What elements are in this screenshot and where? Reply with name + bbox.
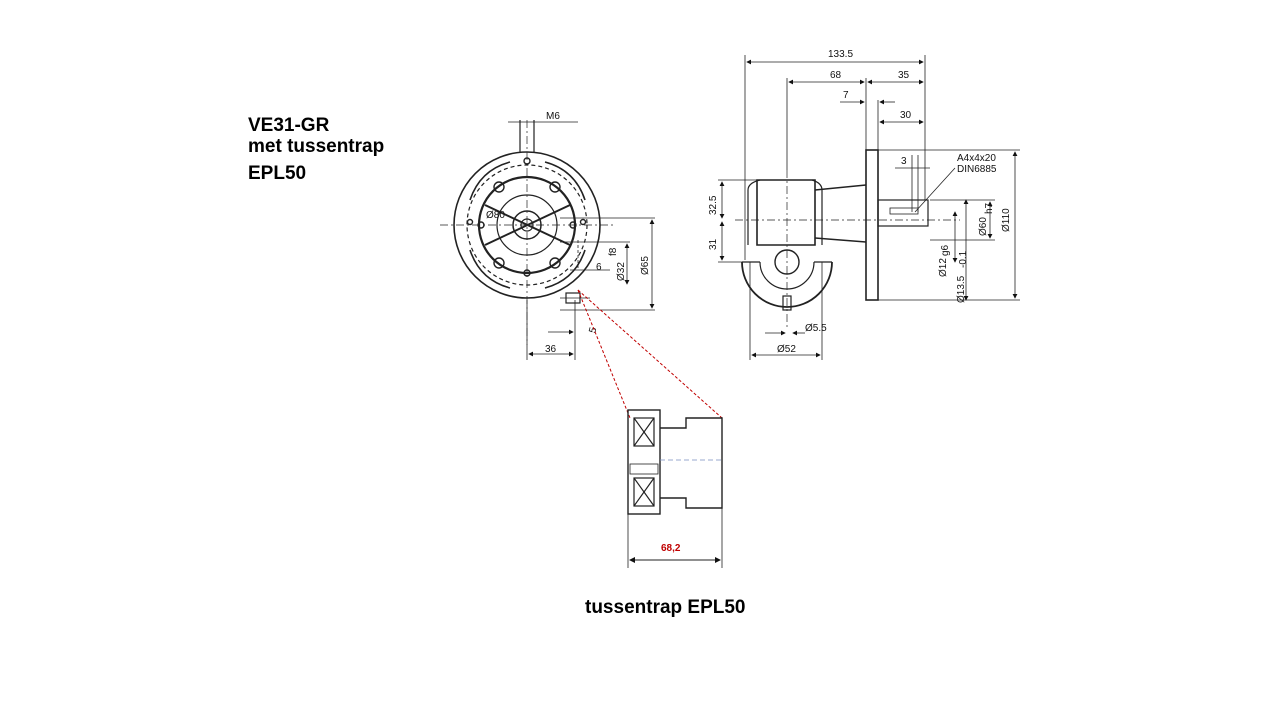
dim-tolerance: -0.1	[958, 250, 969, 268]
dim-30: 30	[900, 110, 912, 121]
detail-leader-lines	[577, 289, 723, 419]
detail-bearing-block	[627, 409, 661, 515]
dim-d65: Ø65	[640, 256, 651, 275]
dim-h7: h7	[984, 202, 995, 214]
title-model: VE31-GR	[248, 115, 330, 136]
title-part: EPL50	[248, 163, 307, 184]
front-view	[440, 120, 655, 360]
dim-d12: Ø12	[938, 258, 949, 277]
dim-6: 6	[596, 262, 602, 273]
side-lower-body	[741, 261, 833, 308]
dim-35: 35	[898, 70, 910, 81]
title-subtitle: met tussentrap	[248, 136, 385, 157]
dim-d52: Ø52	[777, 344, 796, 355]
detail-caption: tussentrap EPL50	[585, 597, 746, 618]
dim-7: 7	[843, 90, 849, 101]
dim-d60: Ø60	[978, 217, 989, 236]
dim-d32: Ø32	[616, 262, 627, 281]
dim-d5-5: Ø5.5	[805, 323, 827, 334]
side-view-labels: 133.5 68 35 7 30 3 A4x4x20 DIN6885 32.5 …	[708, 49, 1012, 355]
dim-36: 36	[545, 344, 557, 355]
dim-5: 5	[587, 326, 599, 335]
detail-dim-68-2: 68,2	[661, 543, 681, 554]
dim-32-5: 32.5	[708, 195, 719, 215]
side-housing	[756, 179, 816, 246]
detail-gear-body	[660, 417, 723, 509]
dim-31: 31	[708, 238, 719, 250]
dim-g6: g6	[940, 244, 951, 256]
side-view	[718, 55, 1020, 360]
key-spec: A4x4x20	[957, 153, 996, 164]
dim-3: 3	[901, 156, 907, 167]
side-flange	[865, 149, 879, 301]
dim-f8: f8	[608, 247, 619, 256]
front-view-labels: M6 Ø80 6 5 36 Ø32 f8 Ø65	[486, 111, 651, 355]
dim-m6: M6	[546, 111, 560, 122]
title-block: VE31-GR met tussentrap EPL50	[248, 115, 384, 184]
detail-view	[627, 409, 723, 568]
dim-d110: Ø110	[1001, 208, 1012, 232]
dim-68: 68	[830, 70, 842, 81]
key-standard: DIN6885	[957, 164, 997, 175]
dim-d13-5: Ø13.5	[956, 275, 967, 303]
side-shaft	[877, 199, 929, 227]
dim-133-5: 133.5	[828, 49, 853, 60]
dim-d80: Ø80	[486, 210, 505, 221]
